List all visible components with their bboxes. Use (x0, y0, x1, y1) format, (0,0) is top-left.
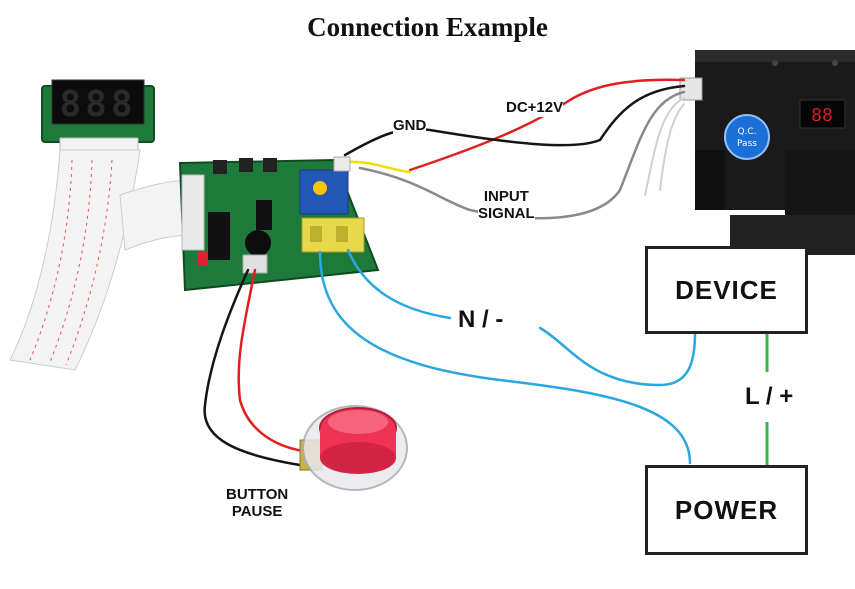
label-button-pause-line1: BUTTON (226, 486, 289, 503)
wire-blue-label-to-device (538, 326, 697, 387)
label-button-pause: BUTTON PAUSE (226, 486, 289, 520)
label-input-signal-line1: INPUT (483, 188, 529, 205)
input-connector (333, 156, 351, 172)
coin-acceptor-connector (679, 77, 703, 101)
coin-acceptor: 88 Q.C. Pass (679, 50, 855, 255)
label-live: L / + (745, 383, 794, 411)
label-gnd: GND (393, 117, 427, 135)
control-board (178, 156, 380, 292)
board-button-3 (263, 158, 277, 172)
label-dc12v: DC+12V (506, 99, 564, 117)
qc-pass-badge-line2: Pass (737, 139, 757, 149)
label-button-pause-line2: PAUSE (231, 502, 283, 520)
wire-white-spare-2 (659, 103, 685, 191)
wire-black-pause (203, 268, 302, 467)
wire-gray-input (358, 90, 686, 220)
wire-yellow (343, 160, 412, 174)
wire-blue-relay-to-power (318, 250, 692, 465)
coin-acceptor-display (799, 99, 846, 129)
power-box: POWER (645, 465, 808, 555)
wire-white-spare (644, 97, 685, 196)
qc-pass-badge-line1: Q.C. (737, 127, 756, 137)
label-input-signal: INPUT SIGNAL (478, 188, 535, 222)
board-button-1 (213, 160, 227, 174)
board-button-2 (239, 158, 253, 172)
pause-arcade-button (299, 405, 408, 491)
led-display-digits: 888 (59, 84, 136, 125)
led-display-module: 888 (41, 79, 155, 153)
pause-button-wires (203, 268, 312, 467)
label-input-signal-line2: SIGNAL (478, 204, 535, 222)
board-buzzer (245, 230, 271, 256)
wire-blue-relay-to-label (346, 248, 452, 320)
label-neutral: N / - (458, 306, 504, 334)
wire-red-pause (237, 268, 312, 454)
board-ic-1 (208, 212, 230, 260)
relay-potentiometer (313, 181, 327, 195)
board-ic-2 (256, 200, 272, 230)
device-box: DEVICE (645, 246, 808, 334)
wire-red-dc12v (408, 78, 686, 172)
diagram-title: Connection Example (307, 12, 548, 42)
coin-acceptor-display-digits: 88 (811, 105, 833, 126)
neutral-wires (318, 248, 697, 465)
board-header-connector (181, 174, 205, 251)
device-box-label: DEVICE (675, 274, 778, 305)
board-dip-switch (198, 252, 208, 266)
ribbon-cable (9, 149, 196, 371)
qc-pass-badge (724, 114, 770, 160)
power-box-label: POWER (674, 494, 779, 525)
